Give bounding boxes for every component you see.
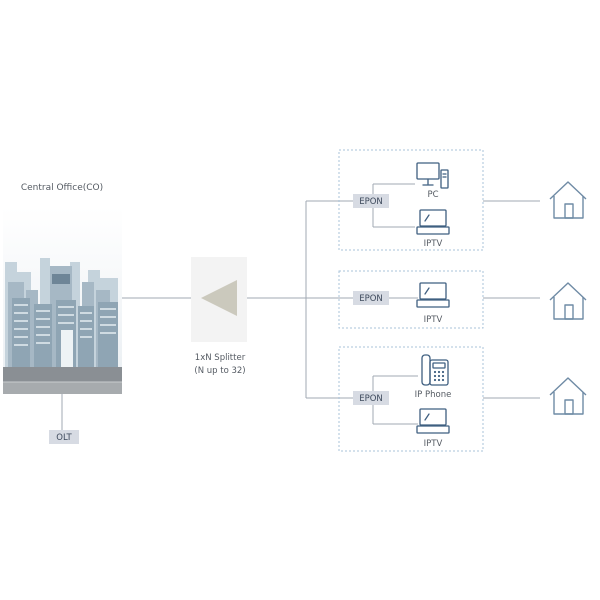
phone-icon <box>421 354 449 386</box>
epon-label-text: EPON <box>359 394 383 404</box>
tv-icon <box>416 209 450 235</box>
customer-group-2: EPON IPTV <box>338 270 587 329</box>
house-icon <box>549 181 587 219</box>
group-border <box>338 149 484 251</box>
group-border <box>338 346 484 452</box>
house-icon <box>549 282 587 320</box>
splitter-trunk-lines <box>247 200 353 399</box>
splitter-label-line2: (N up to 32) <box>194 366 245 376</box>
central-office-title: Central Office(CO) <box>21 183 103 193</box>
tv-icon <box>416 408 450 434</box>
epon-label: EPON <box>353 194 389 208</box>
central-office-building-image <box>3 207 122 394</box>
pc-icon <box>416 162 449 189</box>
device-label-iptv: IPTV <box>424 439 443 449</box>
epon-label: EPON <box>353 291 389 305</box>
customer-group-3: EPON IP Phone IPTV <box>338 346 587 452</box>
epon-label: EPON <box>353 391 389 405</box>
group-border <box>338 270 484 329</box>
epon-label-text: EPON <box>359 197 383 207</box>
olt-label: OLT <box>49 430 79 444</box>
splitter-triangle-icon <box>201 280 237 316</box>
epon-label-text: EPON <box>359 294 383 304</box>
customer-group-1: EPON PC IPTV <box>338 149 587 251</box>
splitter-label-line1: 1xN Splitter <box>195 353 246 363</box>
tv-icon <box>416 282 450 308</box>
device-label-iptv: IPTV <box>424 239 443 249</box>
device-label-iptv: IPTV <box>424 315 443 325</box>
olt-label-text: OLT <box>56 433 72 443</box>
house-icon <box>549 377 587 415</box>
device-label-ip-phone: IP Phone <box>415 390 452 400</box>
device-label-pc: PC <box>427 190 438 200</box>
splitter-device <box>191 257 247 342</box>
